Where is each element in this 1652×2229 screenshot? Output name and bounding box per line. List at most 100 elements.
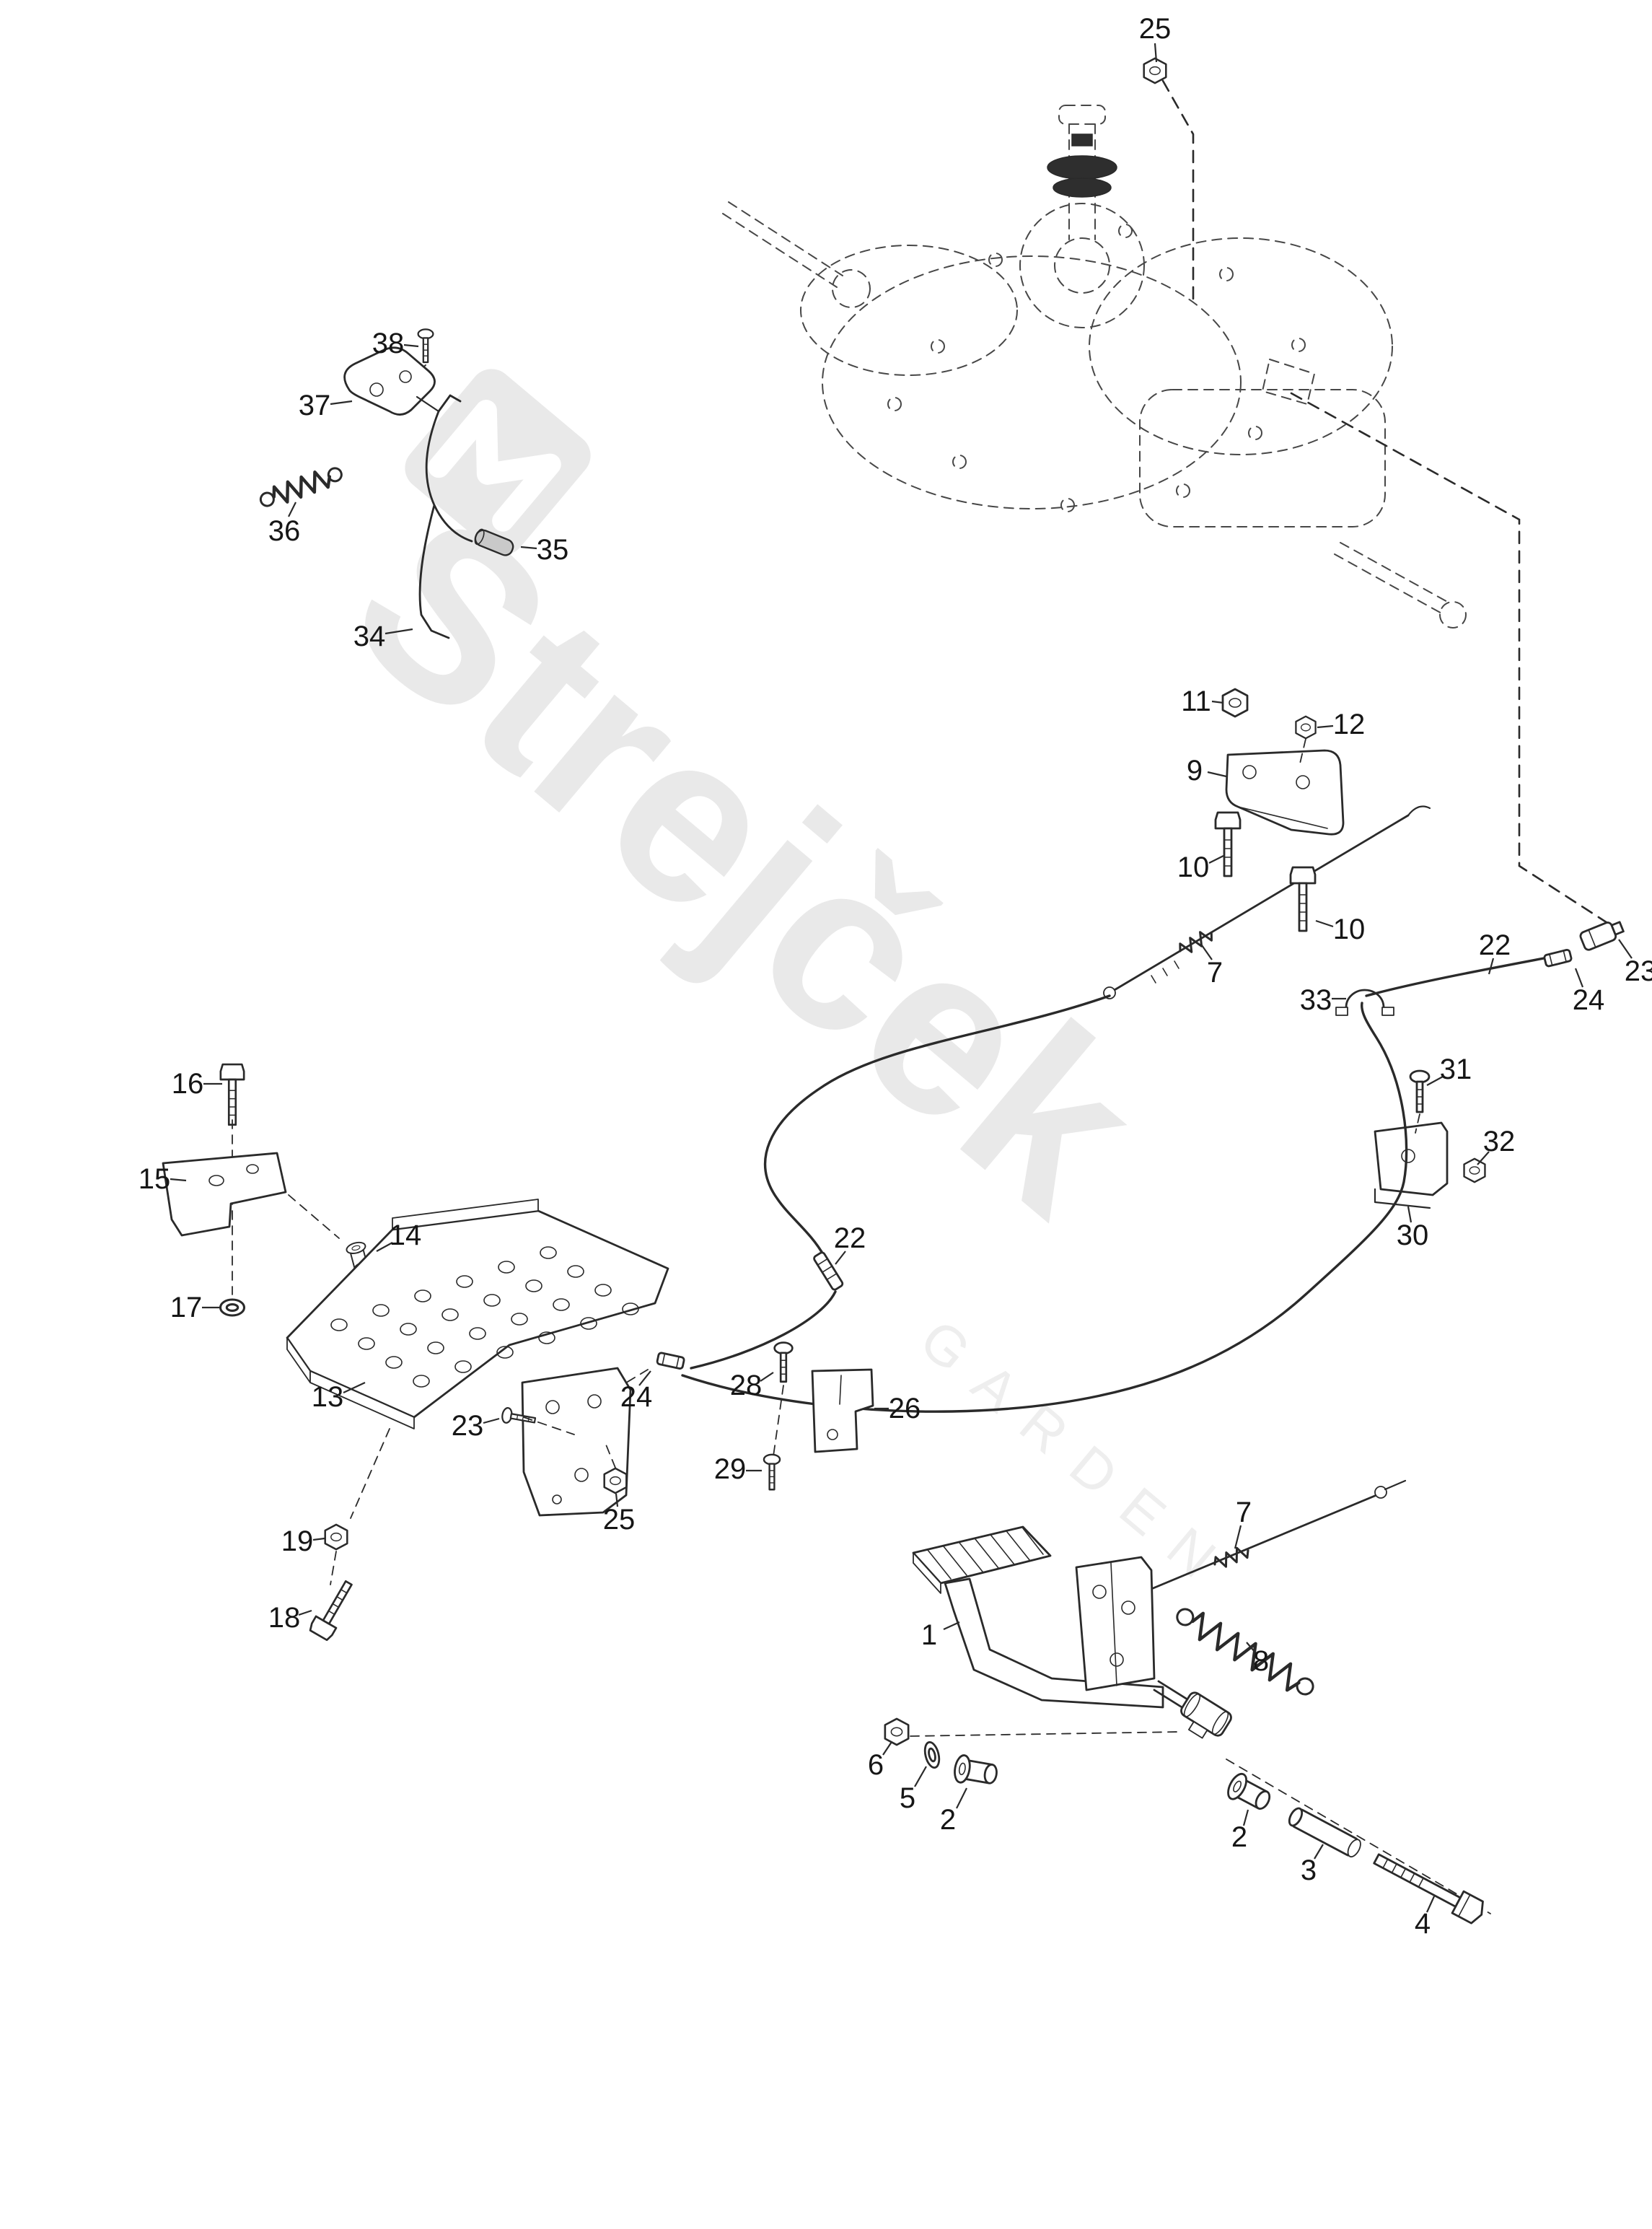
- fitting-24-lower: [655, 1351, 686, 1370]
- plate-hole: [330, 1318, 348, 1331]
- bolt-4: [1373, 1853, 1484, 1924]
- leader-24-a: [1574, 968, 1584, 988]
- spring-36: [259, 467, 343, 507]
- pedal-arm-1: [944, 1577, 1164, 1709]
- callout-23-a: 23: [1625, 955, 1652, 987]
- leader-19: [312, 1537, 325, 1541]
- cable-middle-group: [585, 994, 1408, 1413]
- callout-10-a: 10: [1177, 851, 1210, 883]
- screw-38: [417, 328, 434, 364]
- pedal-bracket: [1075, 1556, 1156, 1691]
- plate-hole: [538, 1331, 555, 1344]
- leader-11: [1211, 700, 1224, 704]
- rod-7-top: [1108, 814, 1410, 994]
- callout-34: 34: [353, 621, 386, 652]
- watermark: Strejček GARDEN: [306, 369, 1247, 1606]
- callout-31: 31: [1440, 1054, 1472, 1085]
- leader-38: [403, 343, 419, 348]
- routing-dash-right: [1290, 392, 1614, 928]
- plate-holes: [330, 1246, 639, 1388]
- callout-24-b: 24: [620, 1381, 653, 1413]
- plate-hole: [441, 1308, 459, 1321]
- rod-34-upper: [425, 410, 473, 543]
- plate-hole: [540, 1246, 557, 1259]
- plate-hole: [511, 1313, 528, 1326]
- plate-hole: [400, 1323, 417, 1336]
- bolt-10-left: [1214, 811, 1242, 877]
- watermark-logo m-diamond-logo: [405, 369, 591, 555]
- cable-bracket-group: [763, 1341, 874, 1491]
- leader-22-a: [1488, 958, 1495, 975]
- dash-23-bracket: [523, 1416, 575, 1435]
- cable-from-rod: [764, 994, 1111, 1257]
- spacer-3: [1288, 1807, 1361, 1858]
- plate-hole: [553, 1298, 570, 1311]
- washer-17: [219, 1298, 246, 1317]
- callout-19: 19: [281, 1525, 314, 1557]
- nut-32: [1463, 1157, 1486, 1183]
- plate-hole: [372, 1304, 390, 1317]
- brake-latch-group: [259, 328, 514, 639]
- leader-10-a: [1208, 855, 1224, 864]
- watermark-text: Strejček: [306, 463, 1189, 1264]
- leader-5: [914, 1766, 927, 1787]
- leader-2-a: [956, 1787, 967, 1809]
- callout-22-a: 22: [1479, 929, 1511, 961]
- callout-1: 1: [921, 1619, 937, 1651]
- plate-hole: [385, 1356, 403, 1369]
- callout-7-b: 7: [1236, 1497, 1252, 1528]
- rod-7-bottom: [1133, 1494, 1378, 1598]
- plate-hole: [413, 1375, 430, 1388]
- leader-30: [1407, 1206, 1412, 1223]
- leader-6: [882, 1741, 892, 1756]
- callout-5: 5: [900, 1782, 915, 1814]
- callout-30: 30: [1397, 1219, 1429, 1251]
- screw-29: [763, 1453, 781, 1491]
- leader-8: [1246, 1642, 1256, 1653]
- leader-2-b: [1242, 1809, 1249, 1826]
- latch-plate-37: [343, 346, 436, 416]
- leader-4: [1425, 1896, 1436, 1913]
- leader-35: [520, 546, 537, 550]
- leader-23-b: [483, 1417, 500, 1424]
- rod-spring-7-top: [1176, 926, 1216, 958]
- bracket-26: [811, 1368, 874, 1453]
- dash-19-18: [330, 1551, 337, 1585]
- callout-25-b: 25: [603, 1504, 636, 1536]
- leader-31: [1426, 1076, 1444, 1086]
- plate-hole: [525, 1279, 542, 1292]
- grip-35: [474, 528, 514, 556]
- leader-36: [288, 502, 296, 517]
- nut-25-lower: [603, 1467, 628, 1494]
- leader-32: [1477, 1151, 1490, 1165]
- callout-8: 8: [1253, 1645, 1269, 1677]
- plate-hole: [498, 1261, 515, 1274]
- callout-6: 6: [868, 1749, 884, 1781]
- bolt-12: [1295, 715, 1317, 740]
- dash-axis-right: [1226, 1759, 1491, 1914]
- callout-24-a: 24: [1573, 984, 1605, 1016]
- leader-25-top: [1154, 43, 1158, 63]
- screw-31: [1409, 1069, 1431, 1113]
- brake-arm: [1262, 359, 1315, 405]
- transaxle-assembly: [722, 105, 1467, 629]
- callout-37: 37: [299, 390, 331, 421]
- leader-1: [943, 1621, 960, 1631]
- callout-33: 33: [1300, 984, 1332, 1016]
- callout-15: 15: [139, 1163, 171, 1195]
- plate-hole: [456, 1275, 473, 1288]
- dash-12: [1299, 738, 1306, 764]
- callout-36: 36: [268, 515, 301, 547]
- callout-38: 38: [372, 328, 405, 359]
- fitting-24-right: [1542, 948, 1573, 968]
- callout-26: 26: [889, 1393, 921, 1424]
- fitting-23-right: [1579, 921, 1625, 951]
- leader-15: [170, 1178, 187, 1182]
- callout-35: 35: [537, 534, 569, 566]
- callout-16: 16: [172, 1068, 204, 1100]
- plate-hole: [414, 1289, 431, 1302]
- pivot-sleeve: [1180, 1691, 1232, 1739]
- adjuster-22-lower: [813, 1251, 844, 1291]
- cable-22-main: [681, 1002, 1408, 1413]
- callout-22-b: 22: [834, 1222, 866, 1254]
